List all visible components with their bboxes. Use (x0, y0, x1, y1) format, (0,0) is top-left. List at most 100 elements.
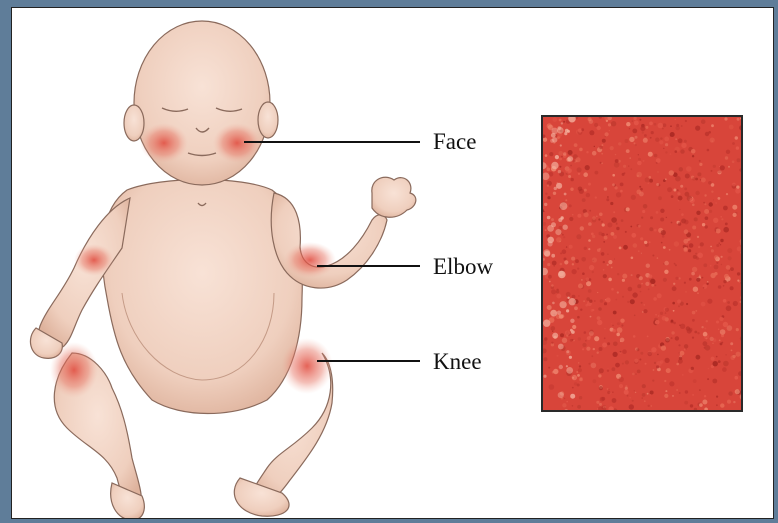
rash-speckle (592, 216, 596, 220)
rash-speckle (640, 352, 643, 355)
rash-speckle (627, 301, 629, 303)
rash-speckle (699, 389, 701, 391)
rash-speckle (630, 168, 632, 170)
rash-speckle (629, 404, 634, 409)
rash-speckle (549, 152, 553, 156)
rash-speckle (642, 131, 644, 133)
rash-highlight (543, 320, 550, 327)
rash-highlight (559, 365, 563, 369)
rash-speckle (601, 252, 605, 256)
rash-highlight (558, 392, 564, 398)
rash-speckle (578, 128, 582, 132)
rash-speckle (656, 158, 661, 163)
rash-speckle (558, 151, 563, 156)
rash-speckle (645, 363, 647, 365)
rash-speckle (587, 336, 591, 340)
rash-speckle (562, 403, 566, 407)
rash-speckle (578, 337, 581, 340)
rash-highlight (543, 249, 550, 256)
rash-speckle (620, 341, 621, 342)
rash-speckle (599, 386, 603, 390)
rash-speckle (596, 216, 598, 218)
rash-speckle (737, 246, 742, 251)
rash-speckle (737, 158, 741, 162)
rash-speckle (707, 149, 710, 152)
rash-speckle (593, 379, 597, 383)
rash-speckle (641, 253, 642, 254)
rash-speckle (633, 335, 636, 338)
rash-speckle (672, 302, 675, 305)
rash-speckle (660, 137, 662, 139)
rash-speckle (728, 391, 732, 395)
rash-speckle (710, 265, 712, 267)
rash-speckle (629, 128, 630, 129)
rash-speckle (581, 128, 584, 131)
rash-speckle (648, 183, 650, 185)
rash-speckle (704, 408, 708, 412)
rash-speckle (604, 302, 607, 305)
rash-speckle (699, 403, 703, 407)
rash-speckle (623, 245, 628, 250)
rash-speckle (566, 246, 567, 247)
rash-speckle (660, 312, 663, 315)
rash-speckle (615, 186, 618, 189)
rash-speckle (740, 140, 743, 143)
rash-speckle (709, 202, 713, 206)
rash-speckle (677, 299, 681, 303)
rash-speckle (616, 333, 620, 337)
rash-speckle (644, 241, 647, 244)
rash-speckle (603, 274, 607, 278)
rash-speckle (607, 196, 609, 198)
rash-speckle (701, 178, 706, 183)
rash-speckle (676, 389, 678, 391)
rash-speckle (543, 357, 547, 361)
rash-speckle (716, 356, 718, 358)
rash-speckle (692, 394, 694, 396)
rash-speckle (650, 216, 653, 219)
rash-speckle (612, 392, 613, 393)
rash-speckle (670, 132, 675, 137)
rash-highlight (567, 130, 570, 133)
rash-speckle (606, 234, 608, 236)
rash-speckle (618, 142, 621, 145)
rash-speckle (720, 343, 723, 346)
rash-highlight (558, 271, 564, 277)
rash-speckle (716, 229, 721, 234)
rash-speckle (697, 236, 699, 238)
rash-speckle (727, 248, 732, 253)
rash-speckle (588, 239, 591, 242)
rash-speckle (713, 218, 718, 223)
rash-speckle (641, 217, 643, 219)
rash-speckle (564, 258, 567, 261)
rash-speckle (613, 342, 618, 347)
rash-speckle (589, 130, 594, 135)
rash-speckle (737, 118, 740, 121)
rash-speckle (552, 371, 555, 374)
rash-speckle (583, 172, 588, 177)
rash-speckle (741, 119, 743, 121)
rash-speckle (704, 194, 706, 196)
rash-speckle (724, 117, 727, 120)
rash-speckle (582, 272, 585, 275)
rash-speckle (559, 166, 561, 168)
rash-speckle (685, 349, 686, 350)
rash-speckle (661, 242, 663, 244)
rash-speckle (551, 342, 553, 344)
rash-speckle (726, 265, 731, 270)
rash-speckle (674, 263, 676, 265)
rash-speckle (612, 325, 613, 326)
rash-speckle (651, 131, 654, 134)
rash-speckle (729, 270, 730, 271)
rash-speckle (615, 363, 620, 368)
rash-speckle (629, 157, 631, 159)
rash-highlight (571, 330, 575, 334)
rash-speckle (556, 237, 561, 242)
rash-speckle (708, 368, 710, 370)
rash-speckle (591, 309, 594, 312)
rash-speckle (678, 359, 683, 364)
rash-speckle (577, 374, 580, 377)
rash-speckle (630, 299, 635, 304)
rash-speckle (632, 120, 633, 121)
rash-speckle (678, 138, 683, 143)
rash-speckle (576, 371, 578, 373)
